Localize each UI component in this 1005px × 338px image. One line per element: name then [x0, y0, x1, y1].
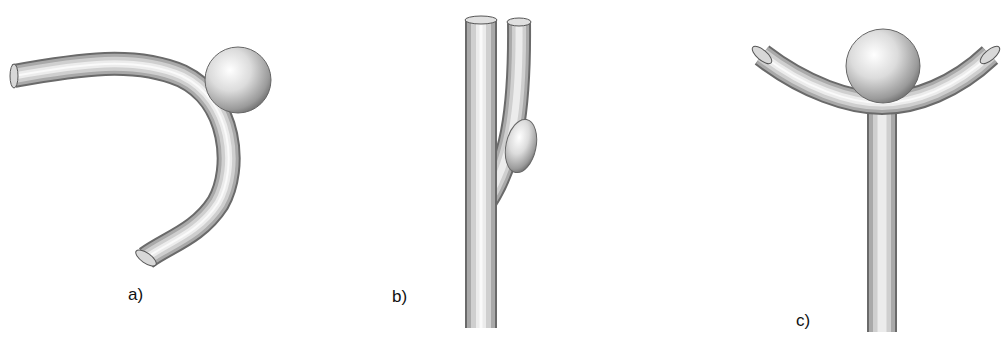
- figure-label: c): [796, 312, 810, 331]
- aneurysm-ellipsoid: [501, 116, 542, 175]
- vessel-a: [14, 64, 229, 258]
- aneurysm-sphere: [846, 29, 920, 103]
- figure-label: b): [392, 288, 407, 307]
- figure-label: a): [128, 286, 143, 305]
- vessel-b: [481, 20, 519, 328]
- tube-opening: [10, 64, 159, 269]
- tube-opening: [465, 16, 531, 26]
- aneurysm-sphere: [205, 47, 271, 113]
